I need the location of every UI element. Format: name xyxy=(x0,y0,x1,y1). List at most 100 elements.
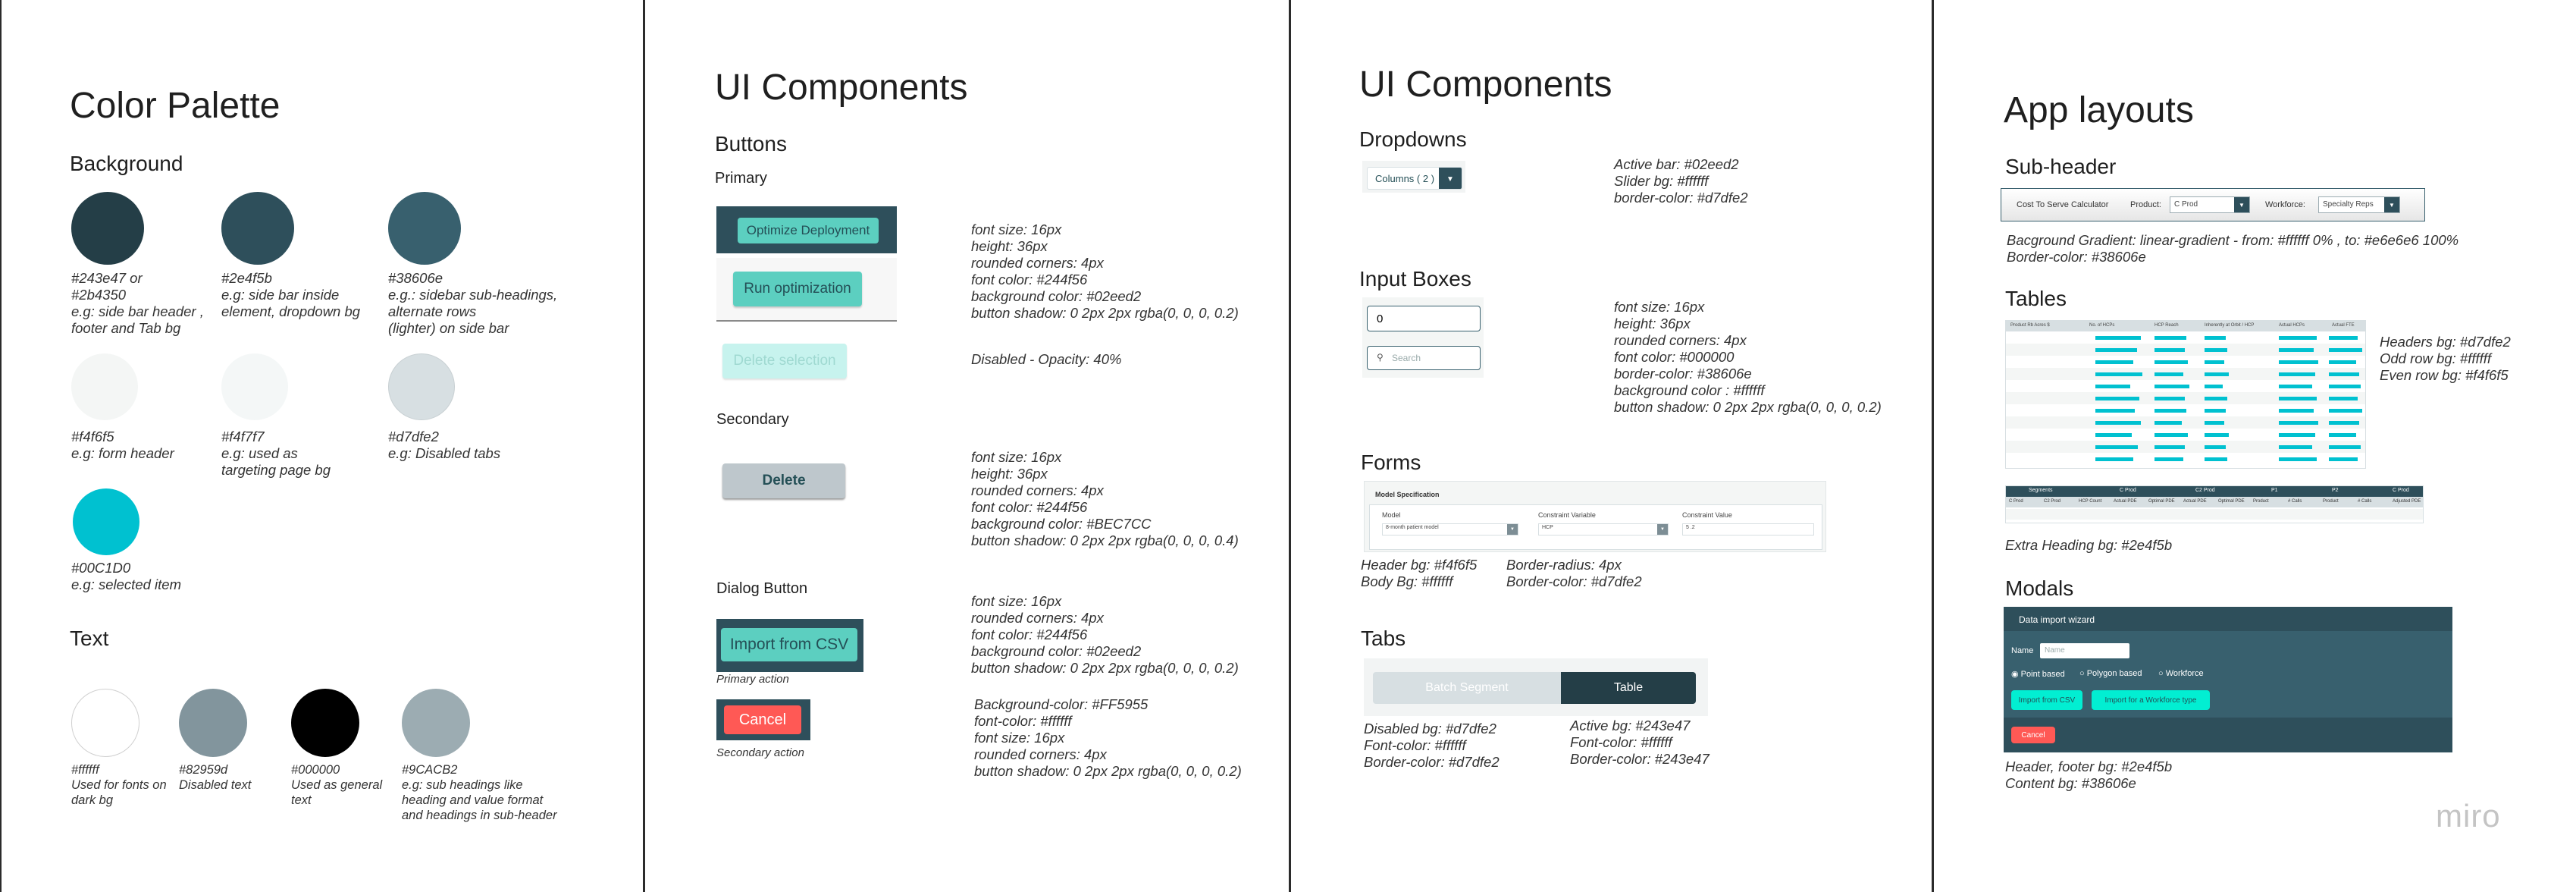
modal-import-workforce-button[interactable]: Import for a Workforce type xyxy=(2092,690,2210,710)
modal-name-input[interactable]: Name xyxy=(2040,643,2129,658)
table-bar xyxy=(2095,457,2133,461)
radio-workforce[interactable]: ○ Workforce xyxy=(2158,669,2204,678)
primary-action-caption: Primary action xyxy=(716,673,789,686)
table-bar xyxy=(2329,409,2362,413)
subheader-product-label: Product: xyxy=(2130,200,2161,209)
table-header-row: Product Rb Acres $ No. of HCPs HCP Reach… xyxy=(2006,321,2365,331)
swatch-2e4f5b xyxy=(221,192,294,265)
product-select[interactable]: C Prod ▼ xyxy=(2170,196,2250,213)
table-bar xyxy=(2279,397,2317,400)
column-header: Optimal PDE xyxy=(2148,499,2175,504)
field-label-constraint-value: Constraint Value xyxy=(1682,511,1732,519)
optimize-deployment-button[interactable]: Optimize Deployment xyxy=(738,218,879,243)
table-bar xyxy=(2279,348,2314,352)
chevron-down-icon: ▼ xyxy=(1507,524,1518,535)
subheader-sample: Cost To Serve Calculator Product: C Prod… xyxy=(2001,188,2425,221)
constraint-value-input[interactable]: 5 .2 xyxy=(1682,523,1814,536)
group-header: C Prod xyxy=(2393,488,2409,493)
buttons-heading: Buttons xyxy=(715,132,787,155)
modal-title: Data import wizard xyxy=(2019,614,2095,625)
column-header: # Calls xyxy=(2288,499,2302,504)
table-bar xyxy=(2279,385,2312,388)
columns-dropdown[interactable]: Columns ( 2 ) ▼ xyxy=(1367,167,1462,190)
table-bar xyxy=(2095,433,2132,437)
radio-label: Workforce xyxy=(2165,669,2204,678)
table-row xyxy=(2006,331,2365,344)
column-header: C Prod xyxy=(2009,499,2023,504)
column-header: Adjusted PDE xyxy=(2393,499,2421,504)
group-header: P2 xyxy=(2332,488,2339,493)
text-heading: Text xyxy=(70,627,109,650)
search-input[interactable]: ⚲ Search xyxy=(1367,346,1481,370)
table-bar xyxy=(2205,445,2226,449)
modal-cancel-button[interactable]: Cancel xyxy=(2011,727,2055,743)
table-bar xyxy=(2329,397,2358,400)
table-bar xyxy=(2205,397,2227,400)
text-swatch-9cacb2 xyxy=(402,689,470,757)
radio-icon: ○ xyxy=(2158,669,2164,678)
delete-selection-button[interactable]: Delete selection xyxy=(722,344,847,378)
model-select[interactable]: 8-month patient model ▼ xyxy=(1382,523,1518,536)
subheader-specs: Bacground Gradient: linear-gradient - fr… xyxy=(2007,232,2459,265)
radio-point-based[interactable]: ◉ Point based xyxy=(2011,669,2065,679)
table-header: Actual HCPs xyxy=(2279,323,2305,328)
tab-batch-segment[interactable]: Batch Segment xyxy=(1373,672,1561,704)
subheader-workforce-label: Workforce: xyxy=(2265,200,2305,209)
table-row xyxy=(2006,416,2365,429)
radio-label: Point based xyxy=(2020,670,2065,679)
chevron-down-icon: ▼ xyxy=(1439,168,1462,189)
group-header: Segments xyxy=(2029,488,2053,493)
workforce-value: Specialty Reps xyxy=(2323,200,2374,209)
text-swatch-ffffff xyxy=(71,689,139,757)
table-bar xyxy=(2095,372,2142,376)
table-row xyxy=(2006,356,2365,368)
table-bar xyxy=(2095,397,2139,400)
form-frame: Model Specification Model 8-month patien… xyxy=(1364,481,1826,552)
form-body: Model 8-month patient model ▼ Constraint… xyxy=(1369,504,1822,550)
extra-heading-table: Segments C Prod C2 Prod P1 P2 C Prod C P… xyxy=(2005,485,2424,523)
run-optimization-button[interactable]: Run optimization xyxy=(733,272,862,306)
table-bar xyxy=(2329,336,2358,340)
modal-import-csv-button[interactable]: Import from CSV xyxy=(2011,690,2082,710)
column-header: Product xyxy=(2253,499,2269,504)
table-bar xyxy=(2279,457,2317,461)
layouts-board: App layouts Sub-header Cost To Serve Cal… xyxy=(1932,0,2576,892)
form-title: Model Specification xyxy=(1375,491,1440,498)
extra-heading-spec: Extra Heading bg: #2e4f5b xyxy=(2005,537,2173,553)
input-boxes-heading: Input Boxes xyxy=(1359,267,1471,291)
cancel-button[interactable]: Cancel xyxy=(724,705,801,734)
table-bar xyxy=(2329,385,2361,388)
radio-label: Polygon based xyxy=(2086,669,2142,678)
table-bar xyxy=(2205,372,2229,376)
table-bar xyxy=(2329,348,2362,352)
chevron-down-icon: ▼ xyxy=(1657,524,1668,535)
table-bar xyxy=(2155,385,2189,388)
modal-name-placeholder: Name xyxy=(2045,646,2065,655)
tab-table[interactable]: Table xyxy=(1561,672,1696,704)
table-header: Inherently at Orbit / HCP xyxy=(2205,323,2255,328)
swatch-f4f7f7 xyxy=(221,353,288,420)
number-input[interactable]: 0 xyxy=(1367,306,1481,331)
workforce-select[interactable]: Specialty Reps ▼ xyxy=(2318,196,2400,213)
inputs-board: UI Components Dropdowns Columns ( 2 ) ▼ … xyxy=(1289,0,1933,892)
constraint-variable-select[interactable]: HCP ▼ xyxy=(1538,523,1669,536)
dropdowns-heading: Dropdowns xyxy=(1359,127,1467,151)
chevron-down-icon: ▼ xyxy=(2234,197,2249,212)
table-bar xyxy=(2155,445,2185,449)
radio-polygon-based[interactable]: ○ Polygon based xyxy=(2079,669,2142,678)
table-bar xyxy=(2205,433,2229,437)
import-from-csv-button[interactable]: Import from CSV xyxy=(721,628,857,661)
secondary-heading: Secondary xyxy=(716,411,789,428)
table-bar xyxy=(2095,421,2141,425)
delete-button[interactable]: Delete xyxy=(722,463,845,498)
